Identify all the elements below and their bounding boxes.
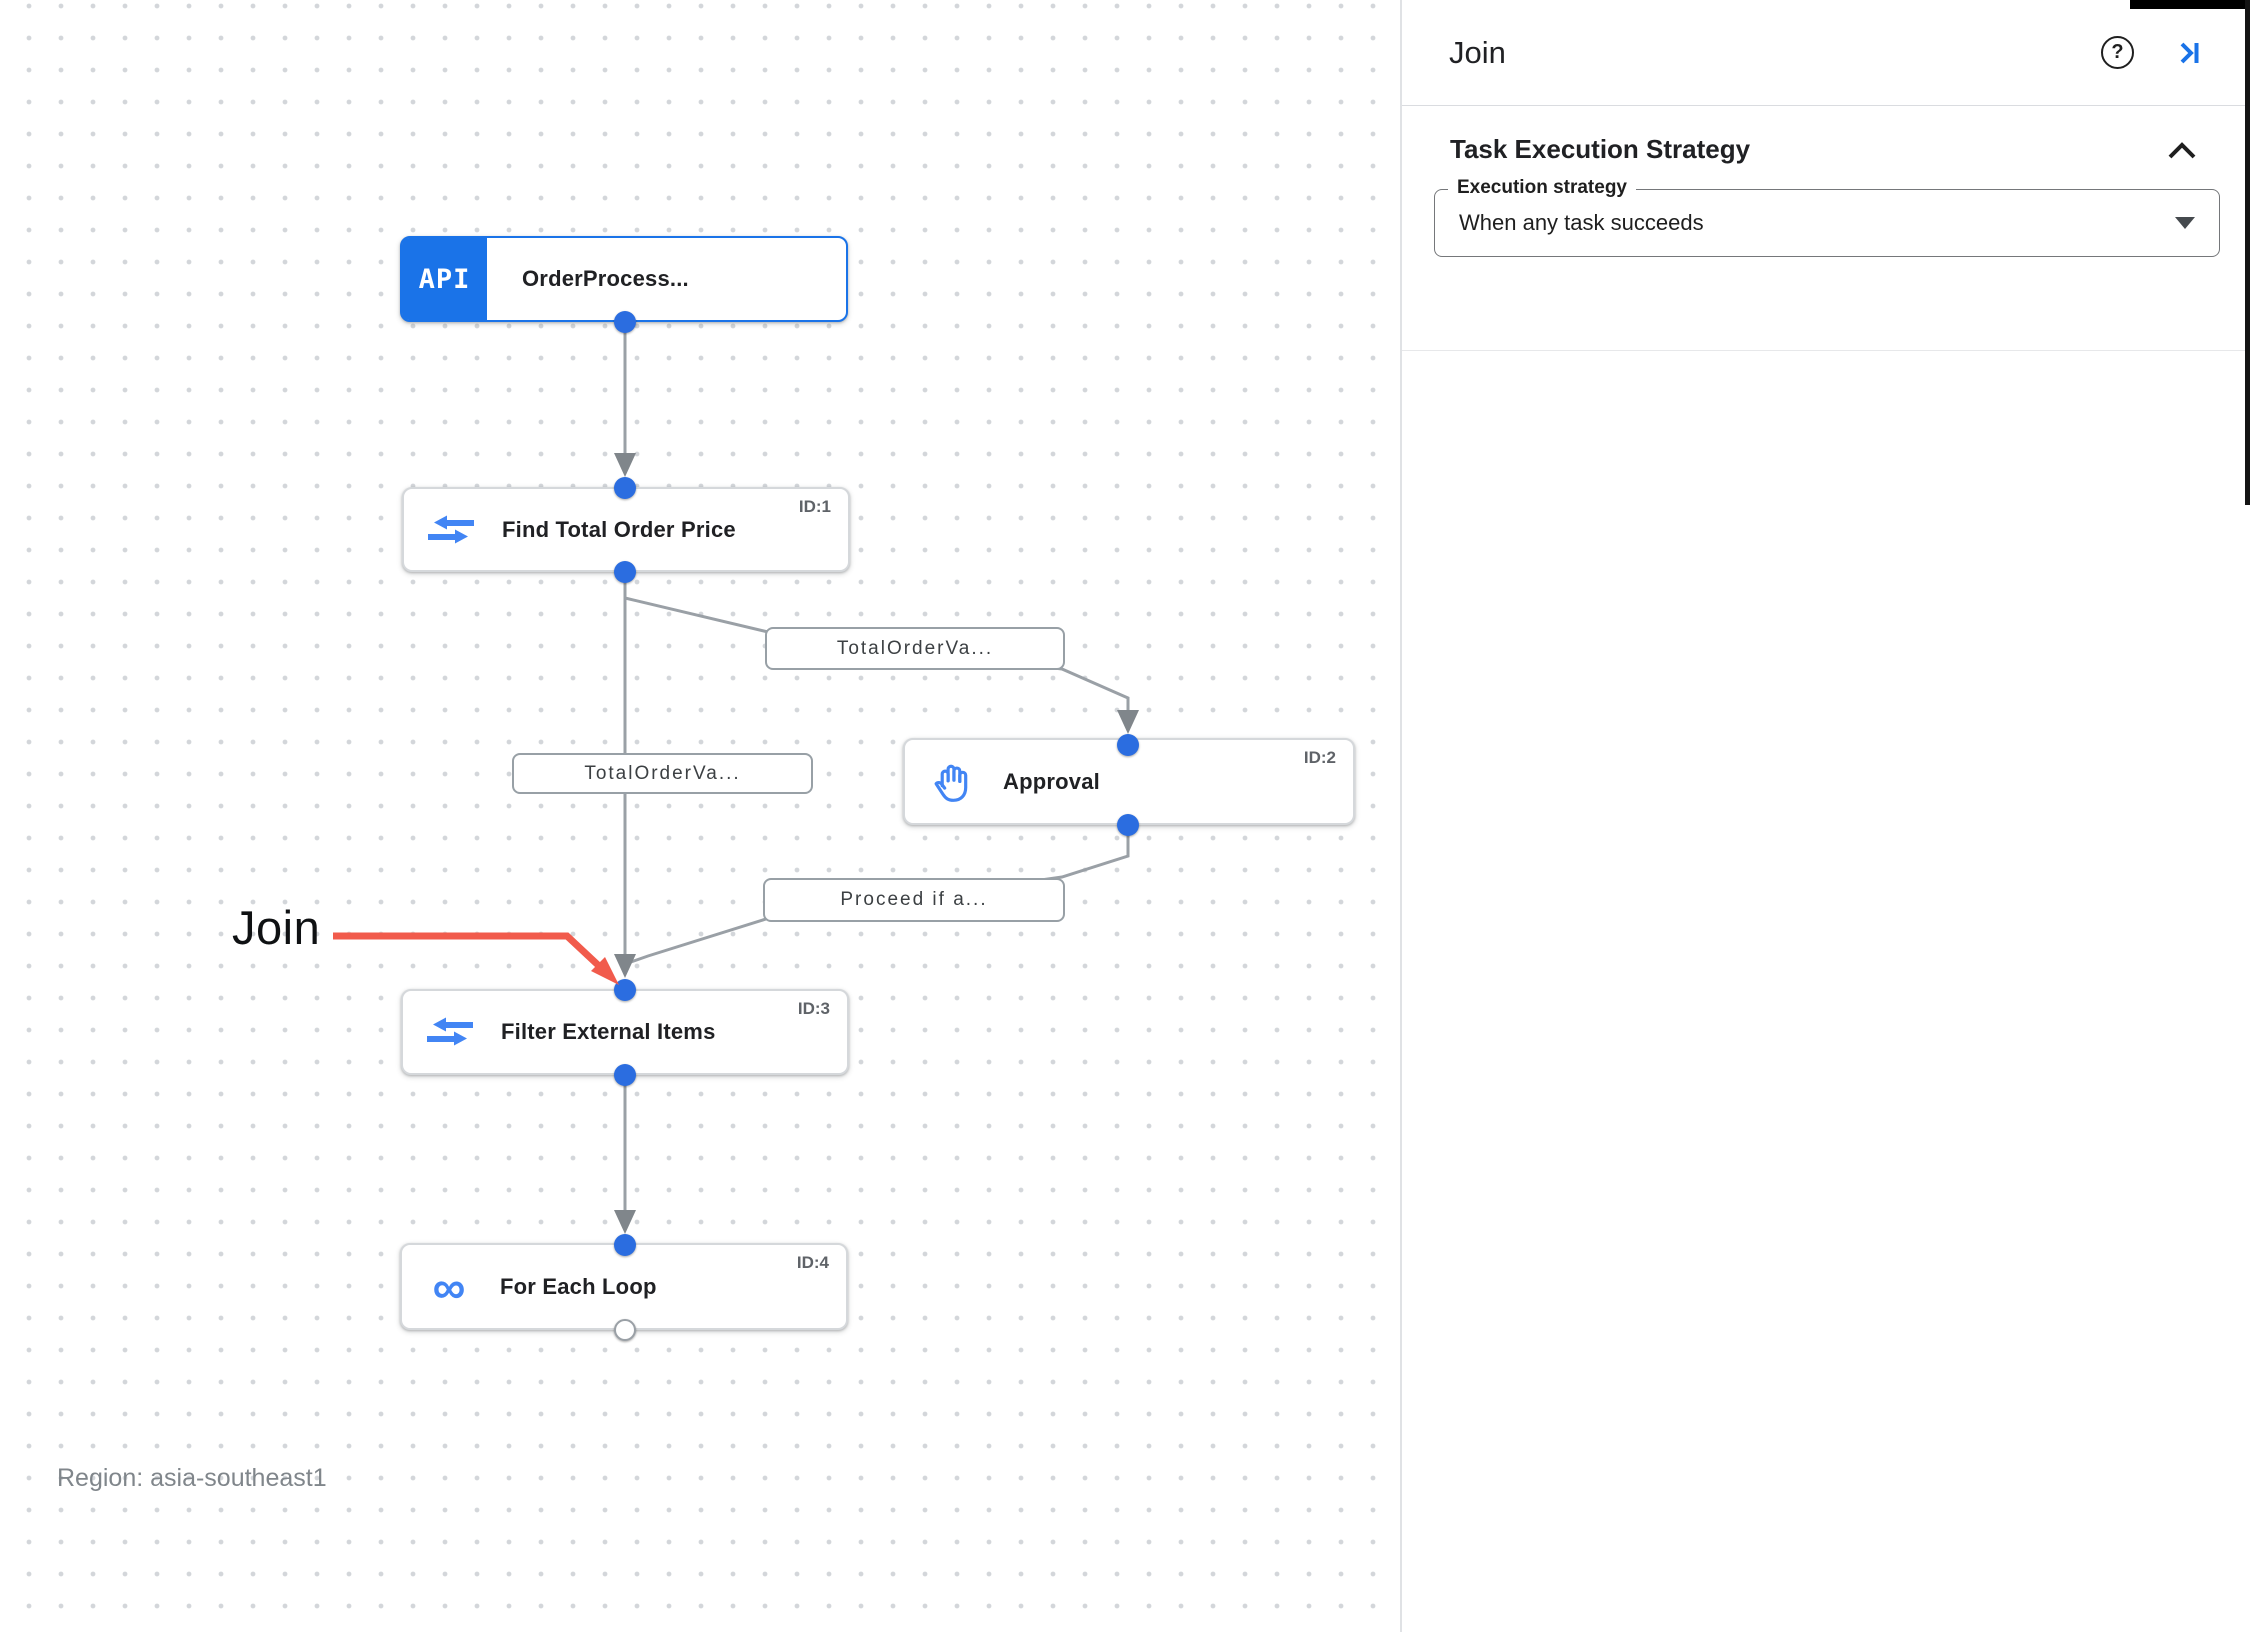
node-title: For Each Loop (500, 1273, 657, 1299)
collapse-panel-icon[interactable] (2172, 36, 2206, 70)
arrowhead-icon (614, 453, 636, 477)
arrowhead-icon (614, 954, 636, 978)
port-input[interactable] (614, 1234, 636, 1256)
annotation-arrowhead-icon (591, 957, 619, 985)
edge-label-text: Proceed if a... (840, 889, 988, 910)
node-title: OrderProcess... (522, 266, 689, 291)
edge-label-text: TotalOrderVa... (584, 762, 741, 784)
node-title: Approval (1003, 768, 1100, 794)
arrowhead-icon (614, 1210, 636, 1234)
task-id-label: ID:3 (797, 999, 830, 1018)
port-input[interactable] (614, 477, 636, 499)
execution-strategy-value: When any task succeeds (1459, 210, 1704, 235)
port-output[interactable] (614, 1064, 636, 1086)
help-icon[interactable]: ? (2101, 36, 2134, 69)
execution-strategy-select[interactable]: Execution strategy When any task succeed… (1434, 177, 2220, 257)
node-filter-external-items[interactable]: ID:3 Filter External Items (401, 989, 849, 1075)
chevron-up-icon[interactable] (2166, 140, 2198, 160)
node-for-each-loop[interactable]: ID:4 ∞ For Each Loop (400, 1243, 848, 1330)
edge-label-total-order-value-left[interactable]: TotalOrderVa... (512, 753, 813, 794)
help-glyph: ? (2111, 41, 2124, 63)
task-id-label: ID:1 (798, 497, 831, 516)
config-panel: Join ? Task Execution Strategy (1400, 0, 2250, 1632)
loop-icon: ∞ (432, 1260, 466, 1313)
port-output[interactable] (614, 311, 636, 333)
window-chrome-artifact (2245, 0, 2250, 505)
execution-strategy-label: Execution strategy (1448, 177, 1636, 199)
annotation-arrow (333, 932, 601, 968)
port-output[interactable] (614, 561, 636, 583)
arrowhead-icon (1117, 710, 1139, 734)
data-mapping-icon (425, 1015, 475, 1049)
task-execution-strategy-section[interactable]: Task Execution Strategy (1402, 106, 2250, 165)
port-output-open[interactable] (614, 1319, 636, 1341)
port-output[interactable] (1117, 814, 1139, 836)
node-title: Filter External Items (501, 1019, 716, 1044)
task-id-label: ID:2 (1303, 748, 1336, 767)
edge-label-total-order-value-right[interactable]: TotalOrderVa... (765, 627, 1065, 670)
region-label: Region: asia-southeast1 (57, 1464, 327, 1492)
port-input[interactable] (1117, 734, 1139, 756)
task-id-label: ID:4 (796, 1253, 829, 1272)
workflow-canvas[interactable]: TotalOrderVa... TotalOrderVa... Proceed … (0, 0, 1400, 1632)
window-chrome-artifact (2130, 0, 2250, 9)
edge-label-text: TotalOrderVa... (836, 637, 994, 659)
node-order-process-trigger[interactable]: API OrderProcess... (400, 236, 848, 322)
join-annotation-label: Join (232, 901, 321, 954)
panel-title: Join (1449, 34, 1506, 70)
port-input-join[interactable] (614, 979, 636, 1001)
panel-header: Join ? (1402, 0, 2250, 106)
hand-approval-icon (927, 760, 977, 804)
edge-label-proceed-if[interactable]: Proceed if a... (763, 878, 1065, 922)
node-title: Find Total Order Price (502, 516, 736, 542)
dropdown-caret-icon (2175, 217, 2195, 229)
node-find-total-order-price[interactable]: ID:1 Find Total Order Price (402, 487, 850, 572)
api-trigger-icon: API (402, 238, 487, 320)
section-title: Task Execution Strategy (1450, 134, 1751, 164)
section-divider (1402, 350, 2250, 351)
data-mapping-icon (426, 513, 476, 547)
